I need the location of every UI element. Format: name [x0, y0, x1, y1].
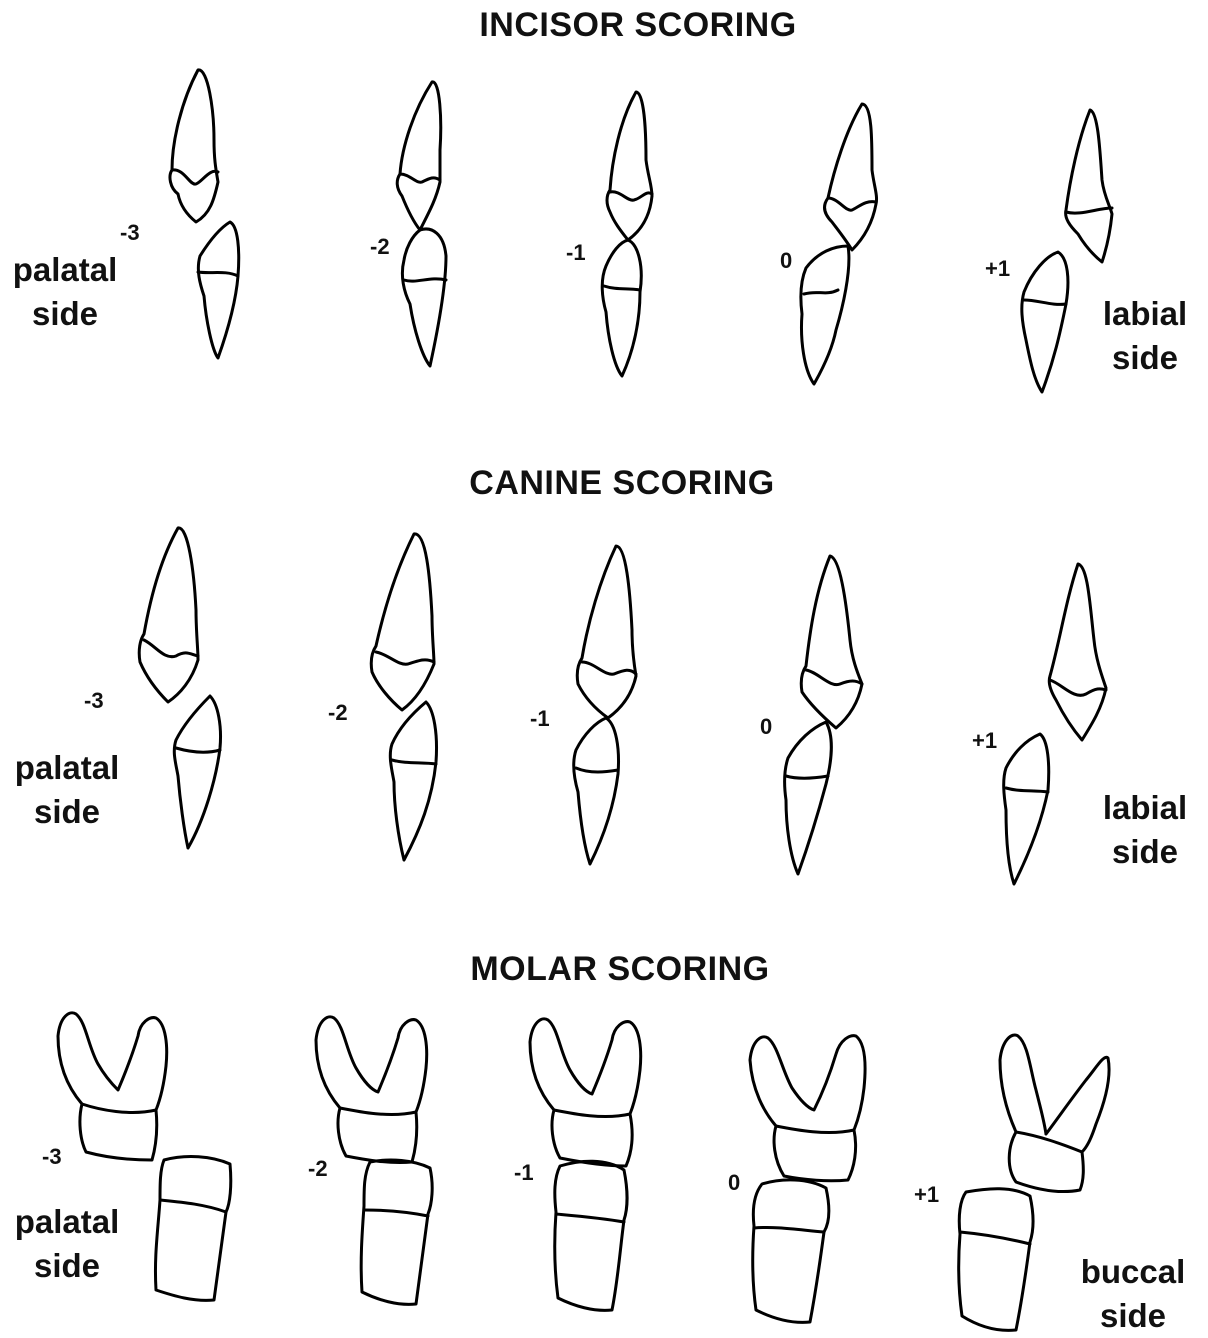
- lower-molar-outline: [959, 1189, 1033, 1331]
- lower-molar-cej: [960, 1232, 1030, 1244]
- upper-molar-crown: [1009, 1132, 1083, 1192]
